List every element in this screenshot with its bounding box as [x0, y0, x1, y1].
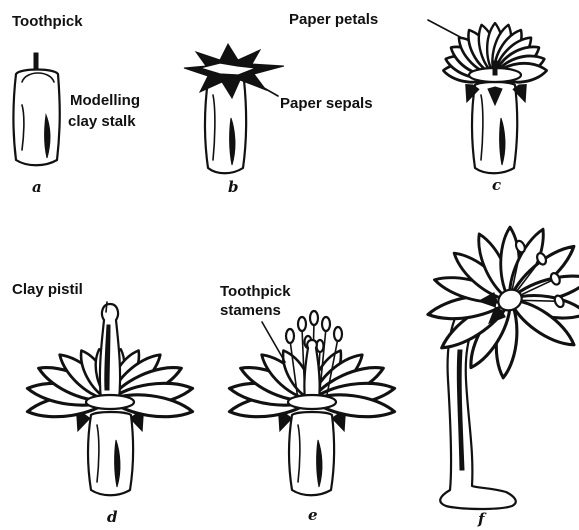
label-toothpick-stamens-1: Toothpick: [220, 283, 291, 300]
label-modelling: Modelling: [70, 92, 140, 109]
label-paper-petals: Paper petals: [289, 11, 378, 28]
step-d-figure: [26, 304, 194, 495]
step-label-f: f: [477, 510, 487, 528]
step-label-b: b: [228, 178, 239, 196]
step-label-d: d: [107, 508, 118, 526]
label-paper-sepals: Paper sepals: [280, 95, 373, 112]
leader-lines: [106, 20, 462, 362]
clay-stalk-shape: [13, 70, 59, 166]
step-b-figure: [184, 44, 284, 173]
step-label-a: a: [32, 178, 42, 196]
step-e-figure: [228, 311, 396, 495]
label-toothpick-stamens-2: stamens: [220, 302, 281, 319]
step-a-figure: [13, 53, 59, 165]
step-label-c: c: [492, 176, 501, 194]
step-c-figure: [442, 23, 547, 174]
label-clay-pistil: Clay pistil: [12, 281, 83, 298]
step-label-e: e: [308, 506, 318, 524]
step-f-figure: [403, 199, 579, 509]
label-toothpick: Toothpick: [12, 13, 83, 30]
label-clay-stalk: clay stalk: [68, 113, 136, 130]
